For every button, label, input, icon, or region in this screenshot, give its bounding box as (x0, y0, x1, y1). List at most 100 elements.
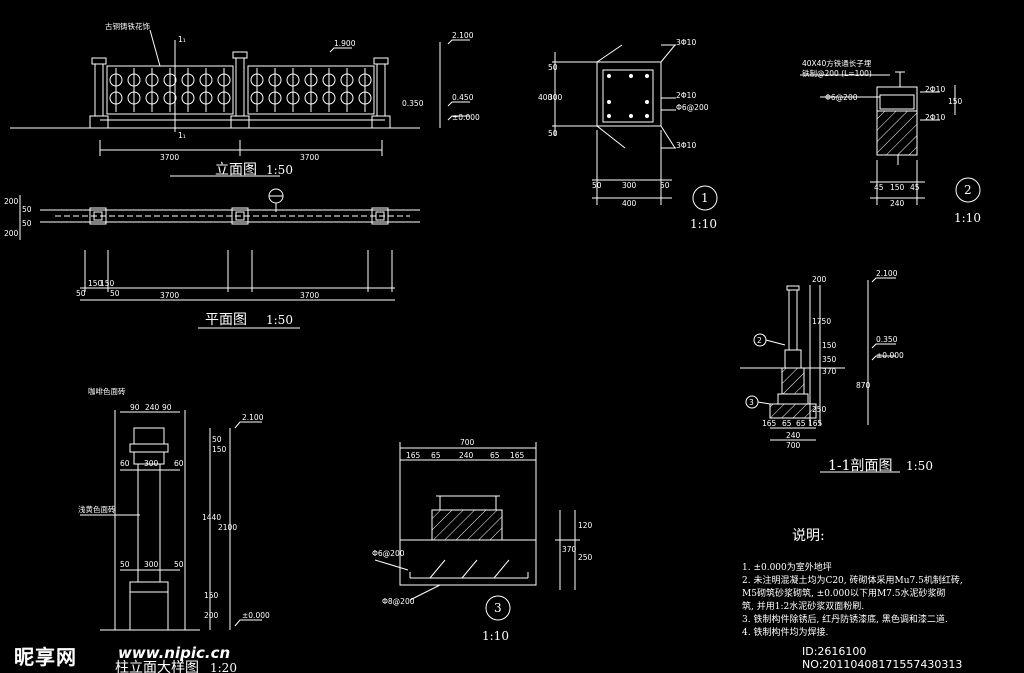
detail3-dim-1: 165 (406, 451, 421, 460)
note-line-5: 3. 铁制构件除锈后, 红丹防锈漆底, 黑色调和漆二道. (742, 613, 948, 625)
plan-dim-3: 150 (100, 279, 115, 288)
section-mark-bottom: 1₁ (178, 131, 186, 140)
pillar-right-dim-2: 150 (212, 445, 227, 454)
detail2-total: 240 (890, 199, 905, 208)
detail2-bottom-dim-2: 150 (890, 183, 905, 192)
section-bottom-dim-4: 165 (808, 419, 823, 428)
note-line-2: 2. 未注明混凝土均为C20, 砖砌体采用Mu7.5机制红砖, (742, 574, 963, 586)
elevation-level-zero: ±0.000 (452, 113, 480, 122)
detail3-dim-5: 165 (510, 451, 525, 460)
section-1-1-view (740, 277, 900, 473)
detail3-total: 700 (460, 438, 475, 447)
pillar-right-dim-4: 150 (204, 591, 219, 600)
detail1-rebar-bottom: 3Φ10 (676, 141, 696, 150)
elevation-view (10, 29, 470, 177)
section-right-dim: 870 (856, 381, 871, 390)
iron-ornament-right (250, 68, 372, 112)
pillar-scale: 1:20 (210, 661, 237, 673)
plan-scale: 1:50 (266, 313, 293, 327)
detail1-left-dim-3: 300 (548, 93, 563, 102)
detail1-number: 1 (701, 191, 709, 205)
section-base-240: 240 (786, 431, 801, 440)
detail3-stirrup: Φ6@200 (372, 549, 405, 558)
pillar-bottom-dim-2: 300 (144, 560, 159, 569)
pillar-level-top: 2.100 (242, 413, 264, 422)
plan-side-dim-2: 50 (22, 205, 32, 214)
watermark-id: ID:2616100 NO:20110408171557430313 (802, 645, 963, 671)
elevation-scale: 1:50 (266, 163, 293, 177)
pillar-top-dim-2: 240 (145, 403, 160, 412)
elevation-level-plinth: 0.450 (452, 93, 474, 102)
note-line-1: 1. ±0.000为室外地坪 (742, 561, 832, 573)
pillar-title: 柱立面大样图 (115, 660, 199, 673)
section-level-zero: ±0.000 (876, 351, 904, 360)
section-level-top: 2.100 (876, 269, 898, 278)
detail-1-section (552, 44, 718, 211)
ornament-label: 古铜铸铁花饰 (105, 21, 150, 31)
detail2-rebar-top: 2Φ10 (925, 85, 945, 94)
detail1-left-dim-4: 50 (548, 129, 558, 138)
detail2-pipe-label: 40X40方铁通长子埋 (802, 58, 872, 68)
detail3-rebar: Φ8@200 (382, 597, 415, 606)
elevation-span-left: 3700 (160, 153, 179, 162)
pillar-top-dim-1: 90 (130, 403, 140, 412)
detail-2-section (800, 71, 981, 205)
pillar-level-zero: ±0.000 (242, 611, 270, 620)
pillar-mid-dim-3: 60 (174, 459, 184, 468)
section-scale: 1:50 (906, 459, 933, 473)
elevation-dim-350: 0.350 (402, 99, 424, 108)
watermark-logo: 昵享网 (14, 645, 77, 669)
section-left-dim-6: 250 (812, 405, 827, 414)
plan-side-dim-3: 50 (22, 219, 32, 228)
detail1-stirrup: Φ6@200 (676, 103, 709, 112)
pillar-cap-label: 咖啡色面砖 (88, 386, 126, 396)
pillar-elevation-view (80, 410, 262, 631)
detail1-rebar-mid: 2Φ10 (676, 91, 696, 100)
pillar-total-height: 2100 (218, 523, 237, 532)
elevation-level-mid: 1.900 (334, 39, 356, 48)
detail2-bottom-dim-1: 45 (874, 183, 884, 192)
plan-dim-2: 150 (88, 279, 103, 288)
detail1-bottom-dim-1: 50 (592, 181, 602, 190)
plan-view (19, 188, 420, 329)
section-left-dim-3: 150 (822, 341, 837, 350)
plan-side-dim-1: 200 (4, 197, 19, 206)
detail3-number: 3 (494, 601, 502, 615)
section-level-350: 0.350 (876, 335, 898, 344)
section-callout-3: 3 (749, 398, 754, 407)
section-left-dim-5: 370 (822, 367, 837, 376)
note-line-6: 4. 铁制构件均为焊接. (742, 626, 828, 638)
detail2-weld-label: 铁制@200 (L=100) (802, 68, 872, 78)
pillar-right-dim-5: 200 (204, 611, 219, 620)
notes-title: 说明: (792, 528, 825, 544)
elevation-title: 立面图 (215, 162, 257, 178)
detail3-right-dim-2: 250 (578, 553, 593, 562)
elevation-level-top: 2.100 (452, 31, 474, 40)
section-mark-top: 1₁ (178, 35, 186, 44)
detail2-rebar-bottom: 2Φ10 (925, 113, 945, 122)
pillar-right-dim-3: 1440 (202, 513, 221, 522)
detail-3-section (374, 442, 580, 621)
pillar-top-dim-3: 90 (162, 403, 172, 412)
plan-span-left: 3700 (160, 291, 179, 300)
detail3-right-dim-1: 120 (578, 521, 593, 530)
section-bottom-dim-2: 65 (782, 419, 792, 428)
pillar-bottom-dim-3: 50 (174, 560, 184, 569)
detail2-right-dim: 150 (948, 97, 963, 106)
section-left-dim-4: 350 (822, 355, 837, 364)
plan-side-dim-4: 200 (4, 229, 19, 238)
section-left-dim-1: 200 (812, 275, 827, 284)
plan-span-right: 3700 (300, 291, 319, 300)
detail1-rebar-top: 3Φ10 (676, 38, 696, 47)
plan-title: 平面图 (205, 312, 247, 328)
watermark-url: www.nipic.cn (118, 644, 231, 662)
section-callout-2: 2 (757, 336, 762, 345)
detail3-dim-2: 65 (431, 451, 441, 460)
pillar-bottom-dim-1: 50 (120, 560, 130, 569)
section-bottom-dim-1: 165 (762, 419, 777, 428)
elevation-span-right: 3700 (300, 153, 319, 162)
detail1-left-dim-2: 50 (548, 63, 558, 72)
pillar-mid-dim-1: 60 (120, 459, 130, 468)
detail2-stirrup: Φ6@200 (825, 93, 858, 102)
note-line-3: M5砌筑砂浆砌筑, ±0.000以下用M7.5水泥砂浆砌 (742, 587, 946, 599)
